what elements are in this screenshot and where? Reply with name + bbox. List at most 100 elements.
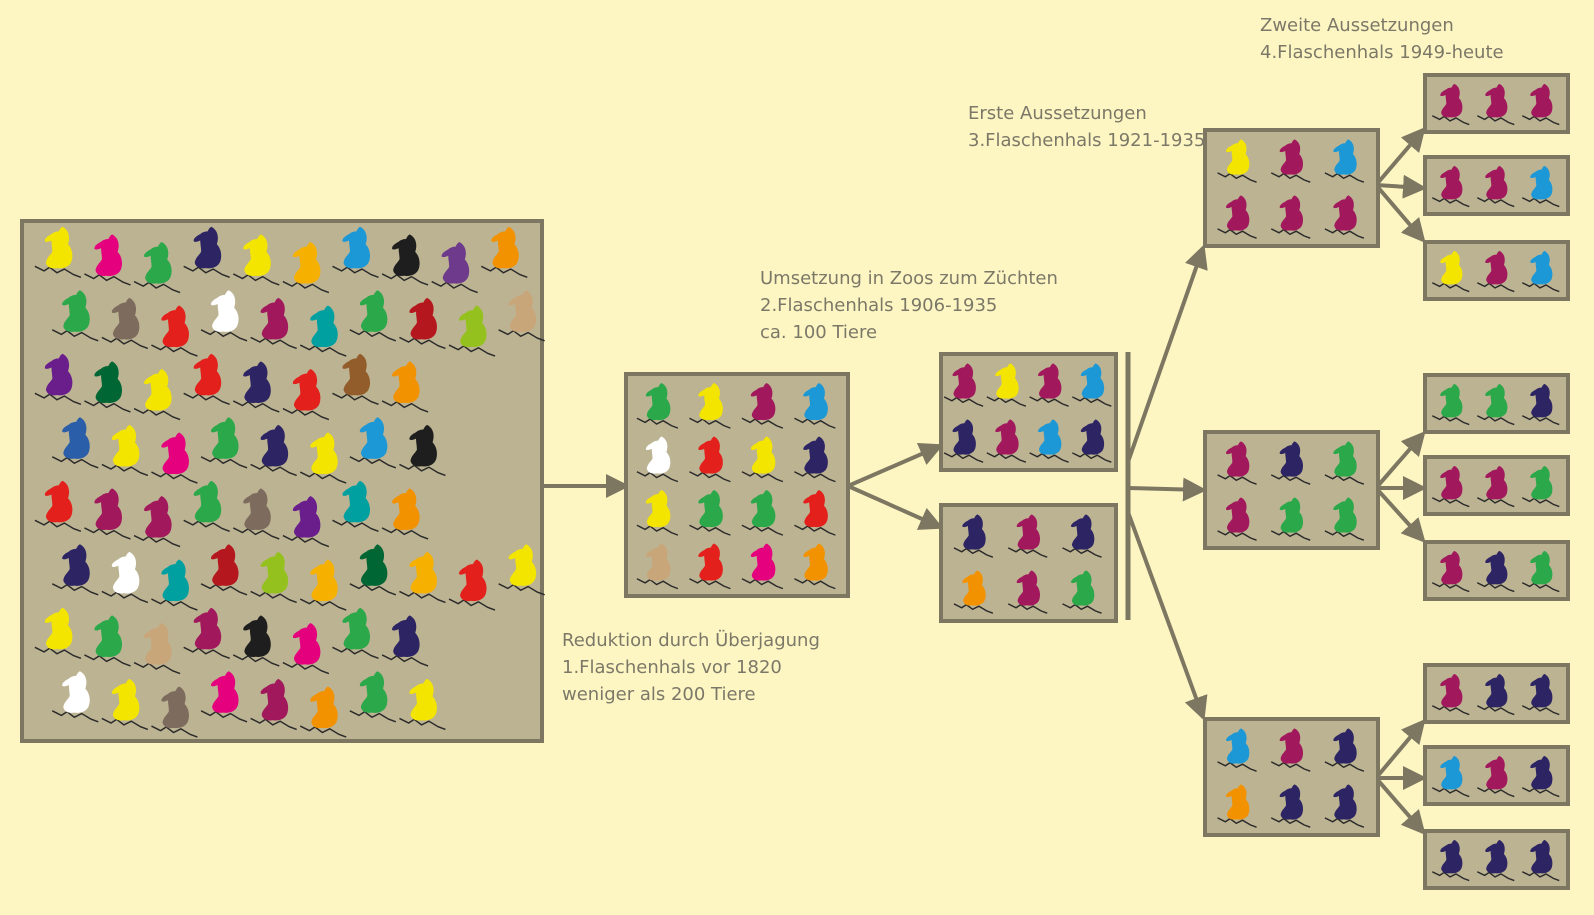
- box-original-ibex-5-8: [448, 559, 496, 611]
- box-original-ibex-0-2: [133, 241, 181, 294]
- arrow-bot-to-s1: [1374, 718, 1426, 780]
- label-stage2-line1: Umsetzung in Zoos zum Züchten: [760, 268, 1058, 289]
- box-second-top-3-ibex-0-1: [1476, 250, 1515, 293]
- box-original-ibex-7-4: [250, 678, 297, 731]
- box-original-ibex-1-9: [498, 290, 545, 342]
- box-second-mid-3: [1423, 540, 1570, 601]
- box-release-top-ibex-1-2: [1324, 195, 1365, 239]
- box-zoo-ibex-3-1: [689, 543, 731, 590]
- arrow-top-to-s3: [1374, 183, 1426, 244]
- box-release-bot-ibex-1-1: [1270, 784, 1311, 828]
- box-second-mid-1-ibex-0-2: [1521, 383, 1560, 426]
- box-original-ibex-4-0: [34, 480, 82, 533]
- box-original-ibex-6-3: [183, 607, 230, 660]
- box-original-ibex-7-7: [399, 678, 446, 731]
- box-second-top-1-ibex-0-1: [1476, 83, 1515, 126]
- box-zoo-ibex-2-2: [741, 490, 784, 536]
- box-original-ibex-6-4: [232, 615, 280, 667]
- box-bottleneck-a-ibex-1-0: [943, 419, 984, 463]
- arrow-zoo-to-a: [847, 442, 944, 488]
- box-release-bot-ibex-0-0: [1217, 728, 1257, 772]
- box-bottleneck-a-ibex-1-1: [986, 419, 1027, 463]
- box-original-ibex-6-1: [84, 615, 131, 667]
- arrow-bar-to-bot: [1126, 511, 1208, 721]
- box-second-top-3-ibex-0-2: [1521, 250, 1560, 293]
- arrow-mid-to-s1: [1374, 430, 1426, 490]
- box-original-ibex-3-3: [200, 417, 248, 469]
- box-second-top-2-ibex-0-2: [1521, 165, 1560, 208]
- box-original-ibex-3-0: [51, 417, 99, 469]
- arrow-bar-to-top: [1126, 244, 1208, 463]
- box-bottleneck-b-ibex-0-0: [953, 514, 994, 558]
- box-zoo-ibex-0-2: [741, 383, 784, 429]
- box-original-ibex-4-2: [133, 495, 181, 548]
- box-second-top-3: [1423, 240, 1570, 301]
- box-original-ibex-7-0: [51, 671, 99, 723]
- box-original-ibex-7-2: [151, 686, 198, 738]
- box-second-bot-3: [1423, 829, 1570, 890]
- box-original-ibex-6-2: [133, 622, 181, 675]
- box-original-ibex-7-6: [349, 671, 397, 723]
- box-second-top-2: [1423, 155, 1570, 216]
- arrow-mid-to-s3: [1374, 486, 1426, 543]
- box-second-top-1-ibex-0-0: [1431, 83, 1470, 126]
- box-original: [20, 219, 545, 743]
- box-original-ibex-0-5: [282, 241, 330, 294]
- box-second-mid-2: [1423, 455, 1570, 516]
- box-release-mid-ibex-0-0: [1217, 441, 1257, 485]
- box-original-ibex-3-7: [399, 424, 446, 477]
- box-bottleneck-b-ibex-1-1: [1007, 570, 1048, 614]
- label-stage4: Zweite Aussetzungen 4.Flaschenhals 1949-…: [1260, 12, 1504, 66]
- box-release-bot-ibex-1-0: [1217, 784, 1257, 828]
- box-zoo-ibex-1-0: [636, 436, 679, 483]
- box-zoo-ibex-0-0: [636, 383, 679, 429]
- box-bottleneck-b: [939, 503, 1118, 623]
- box-original-ibex-0-9: [480, 226, 528, 279]
- box-original-ibex-7-5: [299, 686, 347, 738]
- box-original-ibex-3-1: [101, 424, 149, 477]
- box-original-ibex-6-5: [282, 622, 330, 675]
- box-original-ibex-0-0: [34, 226, 82, 279]
- box-original-ibex-4-7: [381, 488, 429, 540]
- label-stage3-line2: 3.Flaschenhals 1921-1935: [968, 130, 1206, 151]
- box-second-bot-3-ibex-0-2: [1521, 839, 1560, 882]
- box-original-ibex-7-3: [200, 671, 248, 723]
- label-stage4-line1: Zweite Aussetzungen: [1260, 15, 1454, 36]
- box-original-ibex-4-5: [282, 495, 330, 548]
- box-original-ibex-0-3: [183, 226, 230, 279]
- label-stage1: Reduktion durch Überjagung 1.Flaschenhal…: [562, 627, 820, 708]
- box-release-top-ibex-0-2: [1324, 139, 1365, 183]
- box-bottleneck-a-ibex-1-2: [1029, 419, 1069, 463]
- box-original-ibex-2-3: [183, 353, 230, 406]
- box-zoo: [624, 372, 850, 598]
- box-bottleneck-a-ibex-0-3: [1072, 363, 1112, 407]
- box-original-ibex-0-1: [84, 234, 131, 286]
- box-bottleneck-a-ibex-1-3: [1072, 419, 1112, 463]
- box-bottleneck-b-ibex-1-0: [953, 570, 994, 614]
- box-original-ibex-4-4: [232, 488, 280, 540]
- box-original-ibex-5-5: [299, 559, 347, 611]
- box-second-bot-1-ibex-0-1: [1476, 673, 1515, 716]
- box-original-ibex-5-7: [399, 551, 446, 604]
- box-second-bot-3-ibex-0-1: [1476, 839, 1515, 882]
- box-original-ibex-5-2: [151, 559, 198, 611]
- box-second-mid-1: [1423, 373, 1570, 434]
- label-stage1-line2: 1.Flaschenhals vor 1820: [562, 657, 782, 678]
- box-original-ibex-1-8: [448, 305, 496, 357]
- box-release-top-ibex-0-1: [1270, 139, 1311, 183]
- box-original-ibex-1-2: [151, 305, 198, 357]
- box-original-ibex-1-6: [349, 290, 397, 342]
- box-release-bot: [1203, 717, 1380, 837]
- box-zoo-ibex-2-0: [636, 490, 679, 536]
- box-bottleneck-b-ibex-1-2: [1062, 570, 1102, 614]
- box-second-bot-1-ibex-0-0: [1431, 673, 1470, 716]
- box-second-bot-2-ibex-0-0: [1431, 755, 1470, 798]
- label-stage2-line3: ca. 100 Tiere: [760, 322, 878, 343]
- box-original-ibex-5-9: [498, 544, 545, 596]
- box-release-mid-ibex-0-1: [1270, 441, 1311, 485]
- box-original-ibex-2-1: [84, 361, 131, 413]
- box-second-top-2-ibex-0-1: [1476, 165, 1515, 208]
- box-original-ibex-5-6: [349, 544, 397, 596]
- box-original-ibex-4-1: [84, 488, 131, 540]
